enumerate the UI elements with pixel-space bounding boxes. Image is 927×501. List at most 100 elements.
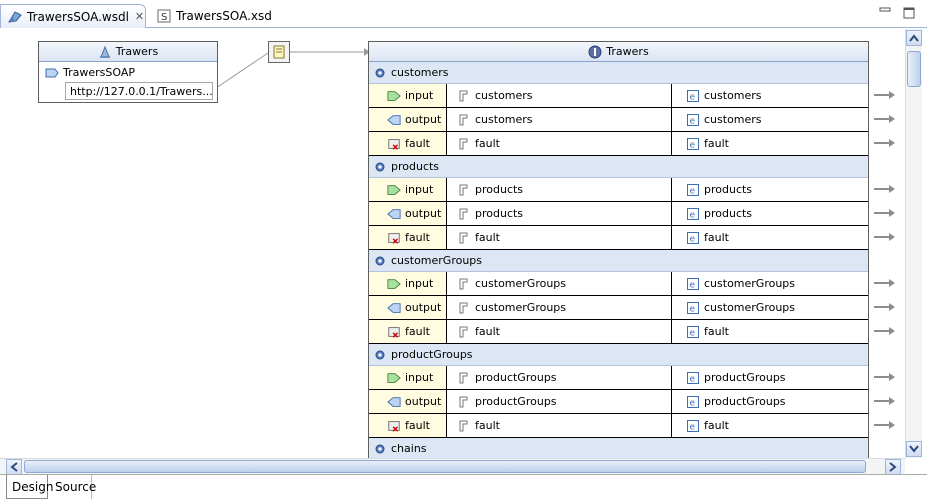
message-part[interactable]: fault [447, 226, 672, 249]
part-icon [457, 231, 471, 245]
part-name: customerGroups [475, 301, 567, 314]
vertical-scrollbar[interactable] [905, 29, 922, 458]
arrow-right-icon [874, 90, 896, 100]
minimize-icon[interactable] [878, 6, 892, 20]
tab-design[interactable]: Design [6, 475, 53, 499]
horizontal-scroll-thumb[interactable] [24, 460, 866, 473]
tab-xsd[interactable]: S TrawersSOA.xsd [150, 4, 280, 28]
service-box[interactable]: Trawers TrawersSOAP http://127.0.0.1/Tra… [38, 41, 218, 103]
message-part[interactable]: fault [447, 320, 672, 343]
message-part[interactable]: customers [447, 108, 672, 131]
message-output[interactable]: output [369, 108, 447, 131]
svg-text:e: e [690, 374, 696, 384]
message-output[interactable]: output [369, 390, 447, 413]
message-input[interactable]: input [369, 272, 447, 295]
tab-source[interactable]: Source [50, 475, 96, 499]
operation-products[interactable]: products [369, 156, 868, 178]
operation-customerGroups[interactable]: customerGroups [369, 250, 868, 272]
service-port[interactable]: TrawersSOAP [39, 62, 217, 80]
message-fault[interactable]: fault [369, 320, 447, 343]
output-icon [387, 395, 401, 409]
horizontal-scrollbar[interactable] [0, 458, 905, 475]
design-canvas[interactable]: Trawers TrawersSOAP http://127.0.0.1/Tra… [0, 29, 905, 458]
message-input[interactable]: input [369, 84, 447, 107]
tab-wsdl[interactable]: TrawersSOA.wsdl ✕ [0, 4, 146, 28]
operation-icon [373, 160, 387, 174]
message-input[interactable]: input [369, 366, 447, 389]
message-kind: input [405, 277, 434, 290]
message-kind: output [405, 301, 442, 314]
element-icon: e [686, 325, 700, 339]
message-part[interactable]: fault [447, 132, 672, 155]
close-icon[interactable]: ✕ [134, 10, 145, 23]
element-icon: e [686, 277, 700, 291]
message-part[interactable]: products [447, 178, 672, 201]
operation-productGroups[interactable]: productGroups [369, 344, 868, 366]
arrow-right-icon [874, 208, 896, 218]
part-icon [457, 277, 471, 291]
message-kind: fault [405, 137, 430, 150]
message-kind: fault [405, 231, 430, 244]
vertical-scroll-thumb[interactable] [907, 51, 921, 87]
message-part[interactable]: products [447, 202, 672, 225]
message-output[interactable]: output [369, 202, 447, 225]
port-type-name: Trawers [606, 45, 649, 58]
scroll-up-icon[interactable] [906, 30, 922, 46]
message-part[interactable]: productGroups [447, 366, 672, 389]
scroll-right-icon[interactable] [885, 459, 901, 475]
part-icon [457, 137, 471, 151]
message-fault[interactable]: fault [369, 226, 447, 249]
scroll-left-icon[interactable] [6, 459, 22, 475]
message-fault[interactable]: fault [369, 132, 447, 155]
message-kind: fault [405, 325, 430, 338]
message-part[interactable]: productGroups [447, 390, 672, 413]
address-field[interactable]: http://127.0.0.1/Trawers... [65, 82, 213, 100]
fault-icon [387, 231, 401, 245]
message-part[interactable]: customerGroups [447, 272, 672, 295]
maximize-icon[interactable] [902, 6, 916, 20]
message-fault[interactable]: fault [369, 414, 447, 437]
wsdl-file-icon [7, 9, 23, 25]
element-icon: e [686, 395, 700, 409]
message-output[interactable]: output [369, 296, 447, 319]
operation-chains[interactable]: chains [369, 438, 868, 458]
message-part[interactable]: customers [447, 84, 672, 107]
message-part[interactable]: fault [447, 414, 672, 437]
scroll-down-icon[interactable] [906, 441, 922, 457]
operation-customers[interactable]: customers [369, 62, 868, 84]
binding-icon[interactable] [268, 41, 290, 63]
part-name: products [475, 183, 524, 196]
editor-tab-bar: TrawersSOA.wsdl ✕ S TrawersSOA.xsd [0, 0, 927, 28]
xsd-file-icon: S [156, 8, 172, 24]
message-input[interactable]: input [369, 178, 447, 201]
part-name: fault [475, 137, 500, 150]
output-icon [387, 113, 401, 127]
operation-name: products [391, 160, 440, 173]
message-part[interactable]: customerGroups [447, 296, 672, 319]
